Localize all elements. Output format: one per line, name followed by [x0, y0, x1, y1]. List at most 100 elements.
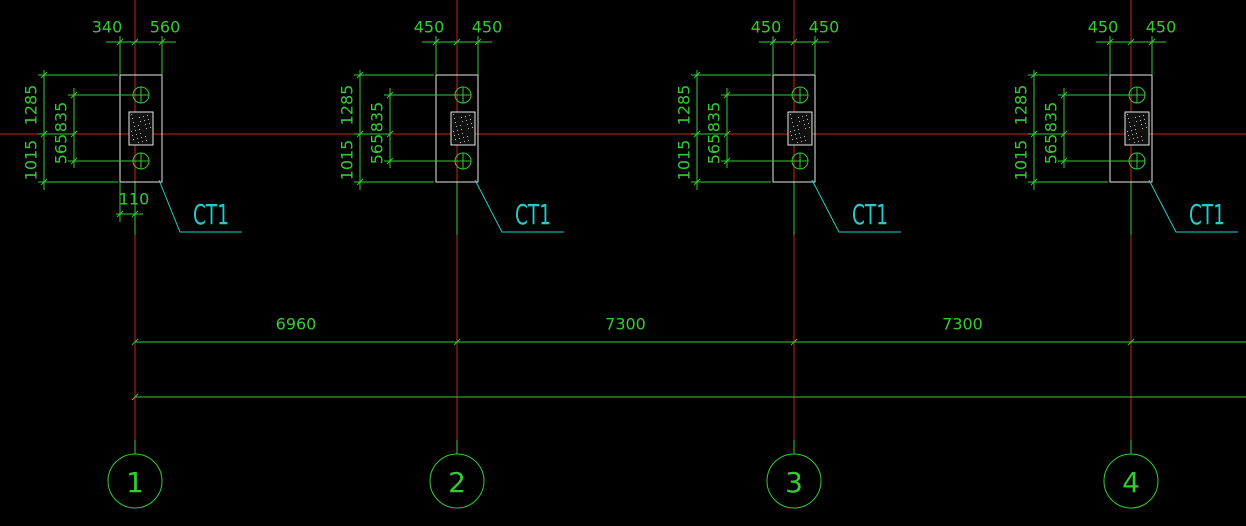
- column-hatch-dot: [464, 141, 465, 142]
- column-hatch-dot: [797, 125, 798, 126]
- column-hatch-dot: [132, 118, 133, 119]
- cap-outline: [435, 74, 479, 183]
- dim-right-label: 560: [150, 18, 181, 37]
- column-hatch-dot: [809, 127, 810, 128]
- dim-tick: [474, 38, 482, 46]
- column-hatch-dot: [790, 114, 791, 115]
- dim-tick: [693, 71, 701, 79]
- axis-bubble-label: 2: [448, 466, 466, 499]
- dim-tick: [40, 71, 48, 79]
- column-hatch-dot: [794, 130, 795, 131]
- column-hatch-dot: [133, 122, 134, 123]
- axis-bubble-1: 1: [107, 440, 163, 509]
- dim-pile-top-label: 835: [52, 102, 71, 133]
- column-hatch-dot: [1127, 131, 1128, 132]
- dim-tick: [1030, 71, 1038, 79]
- dim-tick: [723, 91, 731, 99]
- column-hatch-dot: [1129, 139, 1130, 140]
- dim-tick: [432, 38, 440, 46]
- dim-pile-bottom-label: 565: [368, 134, 387, 165]
- column-hatch-dot: [1135, 117, 1136, 118]
- column-hatch-dot: [453, 131, 454, 132]
- column-hatch-dot: [139, 129, 140, 130]
- dim-tick: [356, 130, 364, 138]
- span-tick-4: [1127, 338, 1135, 346]
- column-hatch-dot: [1134, 125, 1135, 126]
- column-hatch-dot: [133, 139, 134, 140]
- column-hatch-dot: [1143, 115, 1144, 116]
- dim-tick: [158, 38, 166, 46]
- dim-tick: [40, 130, 48, 138]
- cap-outline: [1109, 74, 1153, 183]
- column-hatch-dot: [149, 123, 150, 124]
- dim-tick: [1060, 157, 1068, 165]
- column-hatch-dot: [147, 115, 148, 116]
- dim-tick: [116, 38, 124, 46]
- column-hatch-dot: [1145, 123, 1146, 124]
- column-hatch-dot: [459, 138, 460, 139]
- cap-outline: [119, 74, 163, 183]
- dim-left-label: 450: [751, 18, 782, 37]
- dim-bottom-label: 1015: [1012, 140, 1031, 181]
- column-hatch-dot: [798, 129, 799, 130]
- column-hatch-dot: [1138, 141, 1139, 142]
- column-hatch-dot: [799, 133, 800, 134]
- column-hatch-dot: [467, 136, 468, 137]
- dim-top-label: 1285: [22, 85, 41, 126]
- dim-tick: [1030, 178, 1038, 186]
- column-hatch-dot: [469, 115, 470, 116]
- column-hatch-dot: [1141, 136, 1142, 137]
- overall-tick-start: [131, 393, 139, 401]
- column-hatch-dot: [146, 140, 147, 141]
- dim-pile-top-label: 835: [1042, 102, 1061, 133]
- dim-tick: [769, 38, 777, 46]
- dim-tick: [693, 178, 701, 186]
- column-hatch-dot: [1137, 137, 1138, 138]
- cap-tag-label: CT1: [193, 198, 229, 231]
- dim-top-label: 1285: [1012, 85, 1031, 126]
- column-hatch-dot: [145, 124, 146, 125]
- column-hatch-dot: [141, 137, 142, 138]
- column-hatch-dot: [1140, 120, 1141, 121]
- dim-top-label: 1285: [338, 85, 357, 126]
- dim-right-label: 450: [1146, 18, 1177, 37]
- column-block: [1124, 111, 1150, 146]
- column-hatch-dot: [137, 138, 138, 139]
- column-hatch-dot: [1136, 121, 1137, 122]
- column-hatch-dot: [457, 130, 458, 131]
- column-hatch-dot: [800, 137, 801, 138]
- column-hatch-dot: [465, 116, 466, 117]
- dim-top-label: 1285: [675, 85, 694, 126]
- column-hatch-dot: [468, 140, 469, 141]
- column-hatch-dot: [470, 119, 471, 120]
- column-hatch-dot: [792, 122, 793, 123]
- column-hatch-dot: [793, 126, 794, 127]
- column-hatch-dot: [135, 130, 136, 131]
- column-hatch-dot: [138, 142, 139, 143]
- dim-tick: [1030, 130, 1038, 138]
- cap-tag-label: CT1: [852, 198, 888, 231]
- cap-leader: [474, 179, 564, 233]
- column-hatch-dot: [461, 117, 462, 118]
- column-hatch-dot: [472, 127, 473, 128]
- column-hatch-dot: [466, 120, 467, 121]
- column-hatch-dot: [142, 141, 143, 142]
- cap-leader: [158, 179, 242, 233]
- column-hatch-dot: [458, 134, 459, 135]
- dim-tick: [1106, 38, 1114, 46]
- dim-bottom-label: 1015: [675, 140, 694, 181]
- dim-bottom-label: 1015: [22, 140, 41, 181]
- column-hatch-dot: [1128, 118, 1129, 119]
- column-hatch-dot: [136, 134, 137, 135]
- column-hatch-dot: [805, 140, 806, 141]
- column-hatch-dot: [454, 135, 455, 136]
- span-tick-3: [790, 338, 798, 346]
- cap-outline: [772, 74, 816, 183]
- column-block: [450, 111, 476, 146]
- dim-tick: [453, 38, 461, 46]
